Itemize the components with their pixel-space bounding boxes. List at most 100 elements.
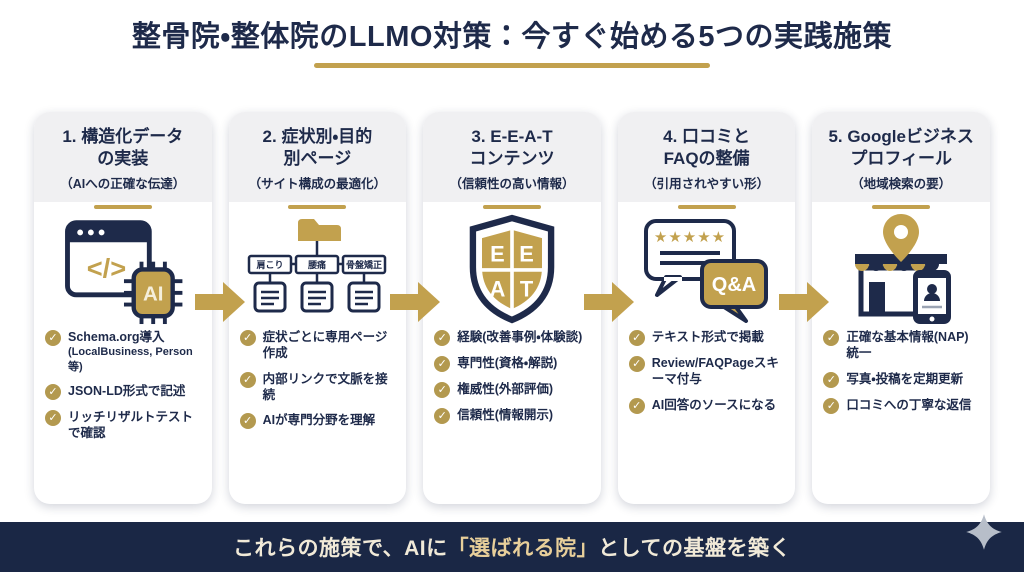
- check-icon: ✓: [823, 371, 840, 388]
- card-bullets: ✓ 正確な基本情報(NAP)統一 ✓ 写真・投稿を定期更新 ✓ 口コミへの丁寧な…: [812, 329, 990, 423]
- svg-text:E: E: [519, 242, 534, 267]
- check-icon: ✓: [823, 397, 840, 414]
- list-item: ✓ 内部リンクで文脈を接続: [239, 371, 396, 404]
- list-item: ✓ JSON-LD形式で記述: [45, 383, 201, 401]
- card-google-business-profile: 5. Googleビジネス プロフィール （地域検索の要）: [812, 112, 990, 504]
- svg-text:骨盤矯正: 骨盤矯正: [346, 259, 382, 270]
- check-icon: ✓: [628, 397, 645, 414]
- svg-text:</>: </>: [87, 252, 126, 283]
- card-header: 4. 口コミと FAQの整備 （引用されやすい形）: [617, 112, 796, 203]
- svg-text:Q&A: Q&A: [711, 274, 755, 296]
- card-title-line1: 5. Googleビジネス: [828, 127, 974, 146]
- card-header: 2. 症状別・目的 別ページ （サイト構成の最適化）: [228, 112, 407, 203]
- list-item: ✓ リッチリザルトテストで確認: [45, 409, 201, 442]
- footer-text-pre: これらの施策で、AIに: [232, 537, 448, 560]
- check-icon: ✓: [628, 330, 645, 347]
- check-icon: ✓: [239, 413, 256, 430]
- bullet-text: 権威性(外部評価): [457, 382, 554, 397]
- card-bullets: ✓ 経験(改善事例・体験談) ✓ 専門性(資格・解説) ✓ 権威性(外部評価) …: [423, 329, 601, 433]
- card-title-line2: コンテンツ: [469, 149, 555, 169]
- check-icon: ✓: [239, 330, 256, 347]
- card-title-line2: 別ページ: [283, 149, 352, 169]
- storefront-pin-phone-icon: [812, 209, 990, 329]
- check-icon: ✓: [628, 356, 645, 373]
- bullet-text: リッチリザルトテストで確認: [68, 410, 194, 441]
- footer-text-highlight: 「選ばれる院」: [447, 537, 599, 560]
- check-icon: ✓: [45, 384, 61, 401]
- page-title: 整骨院・整体院のLLMO対策：今すぐ始める5つの実践施策: [131, 21, 893, 53]
- card-header: 5. Googleビジネス プロフィール （地域検索の要）: [812, 112, 990, 203]
- bullet-subtext: (LocalBusiness, Person等): [68, 346, 193, 373]
- bullet-text: AI回答のソースになる: [651, 397, 777, 412]
- arrow-right-icon: [388, 279, 442, 330]
- sparkle-icon: [964, 512, 1004, 557]
- card-title: 3. E-E-A-T コンテンツ: [427, 126, 597, 170]
- card-header: 1. 構造化データ の実装 （AIへの正確な伝達）: [34, 112, 212, 203]
- list-item: ✓ Review/FAQPageスキーマ付与: [628, 355, 785, 388]
- check-icon: ✓: [823, 330, 840, 347]
- card-title: 4. 口コミと FAQの整備: [622, 126, 792, 170]
- card-title-line1: 1. 構造化データ: [62, 127, 184, 146]
- check-icon: ✓: [434, 382, 451, 399]
- card-subtitle: （サイト構成の最適化）: [248, 177, 387, 192]
- list-item: ✓ 信頼性(情報開示): [434, 407, 590, 425]
- eeat-shield-icon: E E A T: [423, 209, 601, 329]
- list-item: ✓ 症状ごとに専用ページ作成: [239, 329, 396, 362]
- card-divider: [872, 205, 931, 210]
- bullet-text: AIが専門分野を理解: [262, 413, 376, 428]
- check-icon: ✓: [45, 330, 61, 347]
- card-eeat-content: 3. E-E-A-T コンテンツ （信頼性の高い情報） E E A T: [423, 112, 601, 504]
- list-item: ✓ 口コミへの丁寧な返信: [823, 397, 979, 414]
- svg-text:T: T: [520, 276, 534, 301]
- check-icon: ✓: [434, 356, 451, 373]
- list-item: ✓ テキスト形式で掲載: [628, 329, 785, 347]
- bullet-text: 専門性(資格・解説): [457, 356, 558, 371]
- svg-text:A: A: [490, 276, 506, 301]
- list-item: ✓ 権威性(外部評価): [434, 381, 590, 399]
- bullet-text: Review/FAQPageスキーマ付与: [651, 356, 779, 387]
- arrow-right-icon: [777, 279, 831, 330]
- card-subtitle: （信頼性の高い情報）: [449, 177, 575, 192]
- card-title-line1: 3. E-E-A-T: [471, 127, 553, 146]
- list-item: ✓ Schema.org導入(LocalBusiness, Person等): [45, 329, 201, 374]
- card-title: 2. 症状別・目的 別ページ: [233, 126, 403, 170]
- title-underline: [314, 63, 710, 68]
- card-subtitle: （引用されやすい形）: [644, 177, 770, 192]
- bullet-text: JSON-LD形式で記述: [68, 384, 186, 399]
- bullet-text: 正確な基本情報(NAP)統一: [846, 330, 969, 361]
- card-subtitle: （地域検索の要）: [851, 177, 952, 192]
- card-bullets: ✓ 症状ごとに専用ページ作成 ✓ 内部リンクで文脈を接続 ✓ AIが専門分野を理…: [229, 329, 407, 438]
- svg-text:腰痛: 腰痛: [307, 259, 326, 270]
- svg-text:AI: AI: [143, 283, 163, 306]
- code-ai-chip-icon: </> AI: [34, 209, 212, 329]
- card-title: 1. 構造化データ の実装: [38, 126, 208, 170]
- card-structured-data: 1. 構造化データ の実装 （AIへの正確な伝達） </>: [34, 112, 212, 504]
- arrow-right-icon: [582, 279, 636, 330]
- card-title-line1: 4. 口コミと: [663, 127, 751, 146]
- list-item: ✓ 専門性(資格・解説): [434, 355, 590, 373]
- bullet-text: Schema.org導入: [68, 330, 165, 345]
- card-divider: [482, 205, 541, 210]
- bullet-text: テキスト形式で掲載: [651, 330, 764, 345]
- card-symptom-pages: 2. 症状別・目的 別ページ （サイト構成の最適化） 肩こり: [228, 112, 407, 504]
- card-divider: [677, 205, 736, 210]
- card-divider: [93, 205, 152, 210]
- svg-text:肩こり: 肩こり: [256, 260, 284, 270]
- footer-text-post: としての基盤を築く: [598, 537, 792, 560]
- card-reviews-faq: 4. 口コミと FAQの整備 （引用されやすい形） ★★★★★ Q&A: [617, 112, 796, 504]
- bullet-text: 写真・投稿を定期更新: [846, 371, 964, 386]
- sitemap-icon: 肩こり 腰痛 骨盤矯正: [229, 209, 407, 329]
- steps-row: 1. 構造化データ の実装 （AIへの正確な伝達） </>: [34, 112, 990, 504]
- bullet-text: 症状ごとに専用ページ作成: [262, 330, 388, 361]
- bullet-text: 信頼性(情報開示): [457, 408, 554, 423]
- list-item: ✓ AI回答のソースになる: [628, 397, 785, 414]
- check-icon: ✓: [45, 410, 61, 427]
- footer-banner: これらの施策で、AIに「選ばれる院」としての基盤を築く: [0, 522, 1024, 572]
- list-item: ✓ 正確な基本情報(NAP)統一: [823, 329, 979, 362]
- check-icon: ✓: [434, 330, 451, 347]
- card-bullets: ✓ Schema.org導入(LocalBusiness, Person等) ✓…: [34, 329, 212, 450]
- card-title: 5. Googleビジネス プロフィール: [816, 126, 986, 170]
- card-bullets: ✓ テキスト形式で掲載 ✓ Review/FAQPageスキーマ付与 ✓ AI回…: [618, 329, 796, 423]
- svg-text:★★★★★: ★★★★★: [653, 229, 725, 246]
- arrow-right-icon: [193, 279, 247, 330]
